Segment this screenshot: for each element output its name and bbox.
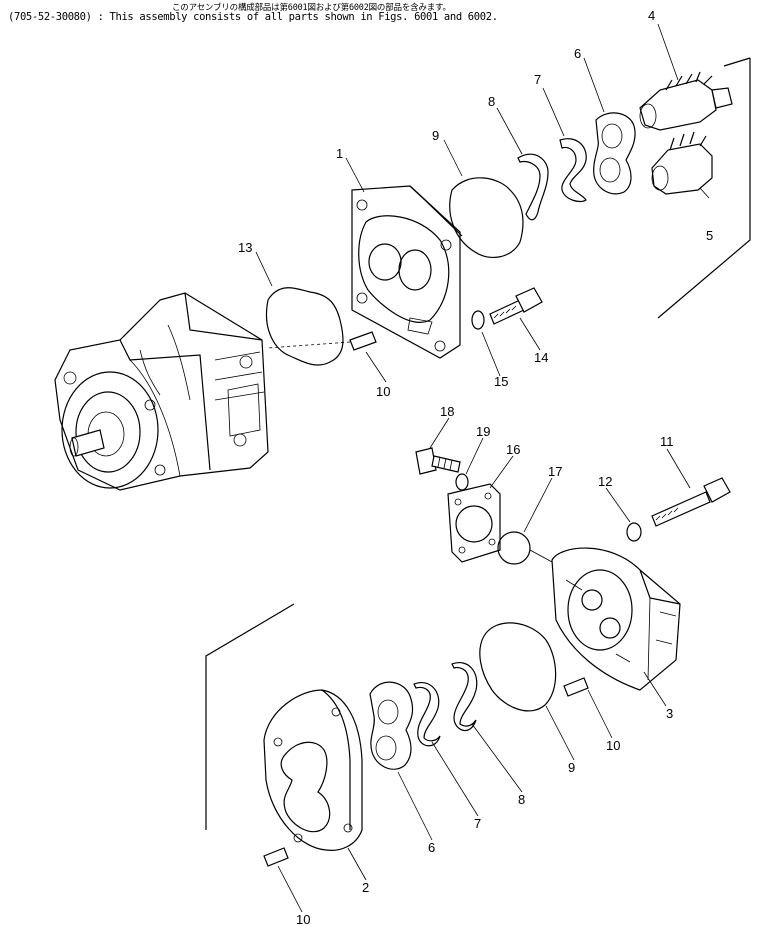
callout-10-lower: 10 (296, 912, 310, 926)
callout-5: 5 (706, 228, 713, 243)
rear-cover-3 (551, 547, 681, 691)
driven-gear-5 (651, 131, 713, 195)
callout-2: 2 (362, 880, 369, 895)
drive-gear-4 (639, 71, 733, 131)
pin-10-middle (563, 677, 589, 697)
callout-10-middle: 10 (606, 738, 620, 753)
bracket-line-upper (657, 58, 751, 319)
backup-ring-8-lower (451, 662, 478, 732)
english-note: (705-52-30080) : This assembly consists … (8, 11, 498, 23)
callout-3: 3 (666, 706, 673, 721)
backup-ring-7-upper (559, 138, 587, 203)
callout-7-upper: 7 (534, 72, 541, 87)
callout-17: 17 (548, 464, 562, 479)
bracket-line-lower (205, 603, 295, 830)
callout-18: 18 (440, 404, 454, 419)
bushing-6-upper (593, 112, 636, 195)
gear-housing-2 (263, 689, 363, 851)
backup-ring-7-lower (413, 682, 441, 747)
bracket-line-upper-top (723, 57, 751, 67)
callout-15: 15 (494, 374, 508, 389)
callout-6-upper: 6 (574, 46, 581, 61)
bushing-6-lower (369, 681, 414, 770)
washer-12 (626, 522, 642, 542)
callout-1: 1 (336, 146, 343, 161)
pin-10-upper (349, 331, 377, 351)
leader-lines (255, 23, 710, 913)
callout-9-upper: 9 (432, 128, 439, 143)
pump-assembly-drawing (54, 292, 269, 491)
callout-13: 13 (238, 240, 252, 255)
callout-6-lower: 6 (428, 840, 435, 855)
japanese-note: このアセンブリの構成部品は第6001図および第6002図の部品を含みます。 (172, 3, 451, 13)
callout-14: 14 (534, 350, 548, 365)
backup-ring-8-upper (517, 153, 549, 221)
bolt-18 (415, 447, 461, 475)
washer-19 (455, 473, 469, 491)
pin-10-lower (263, 847, 289, 867)
callout-16: 16 (506, 442, 520, 457)
gasket-9-lower (479, 622, 557, 712)
alignment-line-middle (529, 549, 553, 563)
bolt-11 (651, 477, 731, 527)
flange-16 (447, 483, 501, 563)
callout-11: 11 (660, 434, 674, 449)
gasket-9-upper (449, 177, 524, 259)
callout-8-lower: 8 (518, 792, 525, 807)
callout-9-lower: 9 (568, 760, 575, 775)
cover-plate-1 (351, 185, 463, 359)
callout-12: 12 (598, 474, 612, 489)
callout-7-lower: 7 (474, 816, 481, 831)
callout-numbers: 4 5 6 7 8 9 1 13 10 15 14 18 19 16 17 11… (238, 8, 713, 926)
washer-15 (471, 310, 485, 330)
callout-8-upper: 8 (488, 94, 495, 109)
alignment-line-upper (267, 341, 351, 349)
callout-4: 4 (648, 8, 655, 23)
gasket-13 (266, 287, 344, 366)
bolt-14 (489, 287, 543, 325)
callout-19: 19 (476, 424, 490, 439)
o-ring-17 (497, 531, 531, 565)
callout-10-upper: 10 (376, 384, 390, 399)
